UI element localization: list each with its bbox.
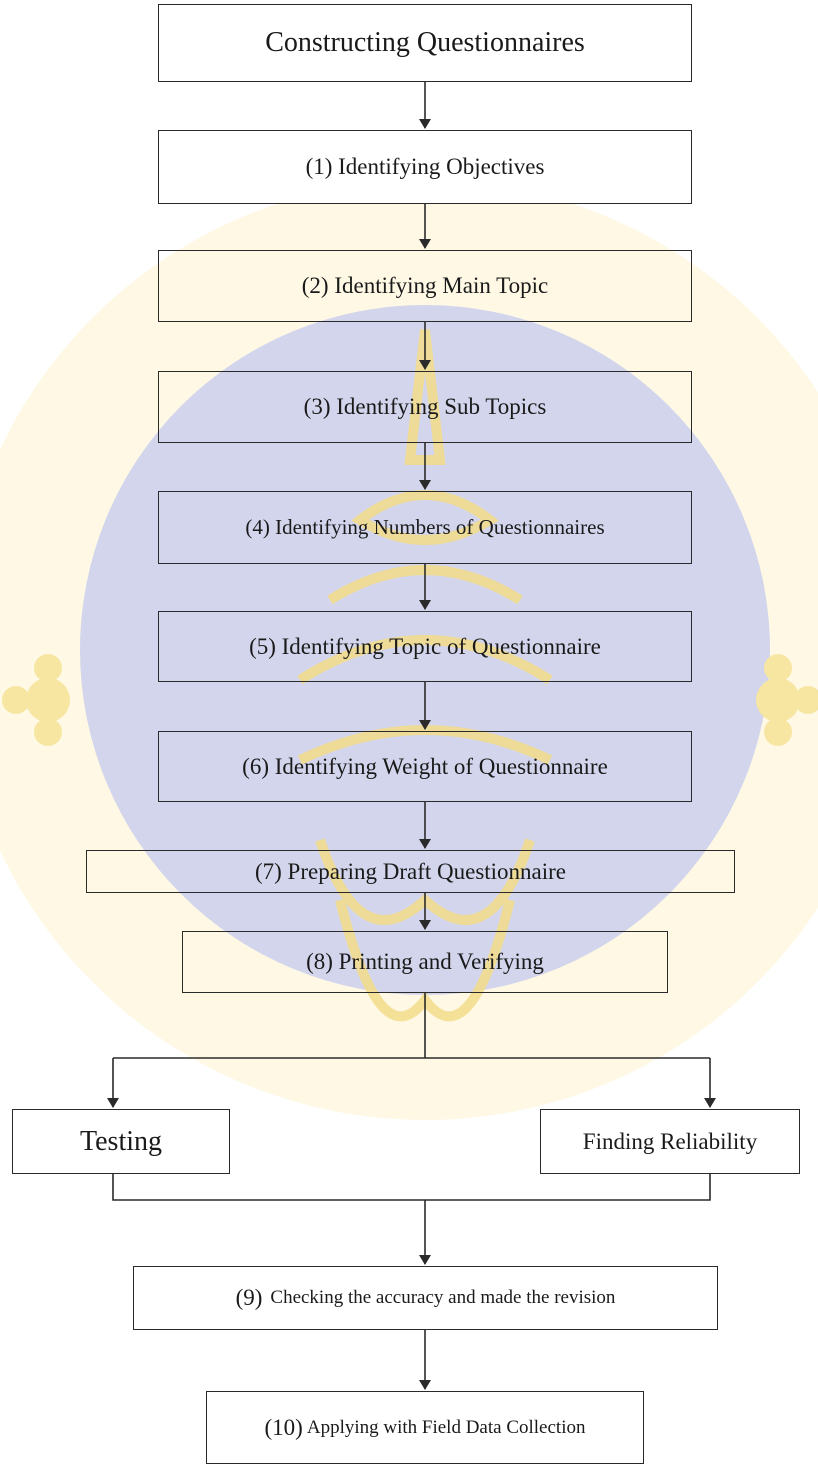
step-5-box: (5) Identifying Topic of Questionnaire [158,611,692,682]
branch-reliability-box: Finding Reliability [540,1109,800,1174]
step-8-box: (8) Printing and Verifying [182,931,668,993]
step-3-label: (3) Identifying Sub Topics [303,394,547,419]
step-7-label: (7) Preparing Draft Questionnaire [254,858,567,884]
step-2-label: (2) Identifying Main Topic [301,273,549,298]
branch-reliability-label: Finding Reliability [582,1128,758,1154]
seal-inner-disc [80,305,770,995]
step-5-label: (5) Identifying Topic of Questionnaire [249,633,601,659]
seal-right-ornament [756,654,818,746]
step-6-box: (6) Identifying Weight of Questionnaire [158,731,692,802]
step-10-text: Applying with Field Data Collection [306,1416,586,1438]
step-1-label: (1) Identifying Objectives [305,154,545,179]
step-6-label: (6) Identifying Weight of Questionnaire [242,753,608,779]
step-4-box: (4) Identifying Numbers of Questionnaire… [158,491,692,564]
step-8-label: (8) Printing and Verifying [306,949,544,974]
step-2-box: (2) Identifying Main Topic [158,250,692,322]
step-3-box: (3) Identifying Sub Topics [158,371,692,443]
merge-line [112,1174,711,1201]
step-9-box: (9) Checking the accuracy and made the r… [133,1266,718,1330]
branch-testing-box: Testing [12,1109,230,1174]
step-10-box: (10) Applying with Field Data Collection [206,1391,644,1464]
step-4-label: (4) Identifying Numbers of Questionnaire… [245,515,605,539]
flow-title: Constructing Questionnaires [265,27,585,58]
step-10-number: (10) [264,1414,303,1440]
seal-left-ornament [2,654,70,746]
branch-testing-label: Testing [79,1125,163,1157]
flow-title-box: Constructing Questionnaires [158,4,692,82]
step-9-text: Checking the accuracy and made the revis… [270,1287,616,1308]
step-7-box: (7) Preparing Draft Questionnaire [86,850,735,893]
step-9-number: (9) [235,1285,263,1310]
step-1-box: (1) Identifying Objectives [158,130,692,204]
